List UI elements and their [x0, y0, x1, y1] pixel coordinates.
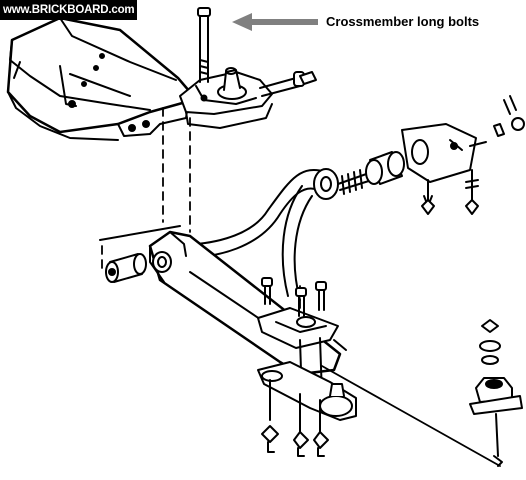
spring-seat-plate — [257, 307, 347, 401]
strut-rod — [321, 365, 501, 467]
callout-arrow — [232, 13, 318, 31]
plate-bolts — [261, 277, 327, 317]
upper-ball-joint — [469, 319, 523, 467]
frame-rail — [6, 16, 192, 141]
crossmember-bracket — [179, 67, 317, 129]
upper-arm-shaft — [365, 95, 525, 215]
brickboard-watermark: www.BRICKBOARD.com — [0, 0, 138, 20]
crossmember-long-bolts-label: Crossmember long bolts — [326, 14, 480, 29]
crossmember-long-bolt — [197, 7, 211, 83]
lower-ball-joint — [257, 361, 357, 457]
